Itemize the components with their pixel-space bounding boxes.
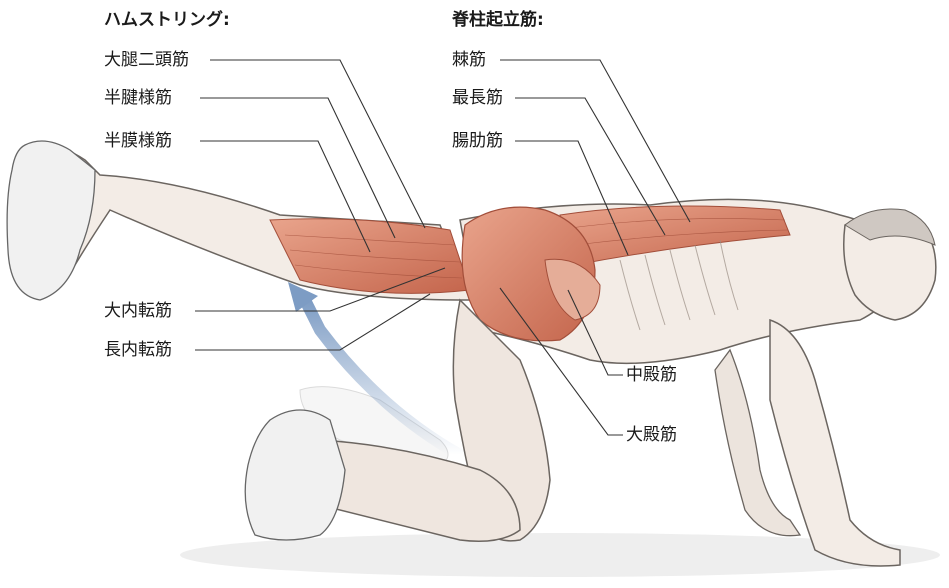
label-semitendinosus: 半腱様筋 <box>104 88 172 108</box>
hamstrings-group-title: ハムストリング: <box>104 10 230 30</box>
label-biceps-femoris: 大腿二頭筋 <box>104 50 189 70</box>
label-longissimus: 最長筋 <box>452 88 503 108</box>
label-gluteus-medius: 中殿筋 <box>626 365 677 385</box>
label-gluteus-maximus: 大殿筋 <box>626 425 677 445</box>
raised-shoe <box>7 141 95 300</box>
kneeling-shoe <box>245 410 345 540</box>
label-adductor-longus: 長内転筋 <box>104 340 172 360</box>
erector-spinae-group-title: 脊柱起立筋: <box>452 10 544 30</box>
label-adductor-magnus: 大内転筋 <box>104 301 172 321</box>
label-iliocostalis: 腸肋筋 <box>452 131 503 151</box>
label-spinalis: 棘筋 <box>452 50 486 70</box>
label-semimembranosus: 半膜様筋 <box>104 131 172 151</box>
